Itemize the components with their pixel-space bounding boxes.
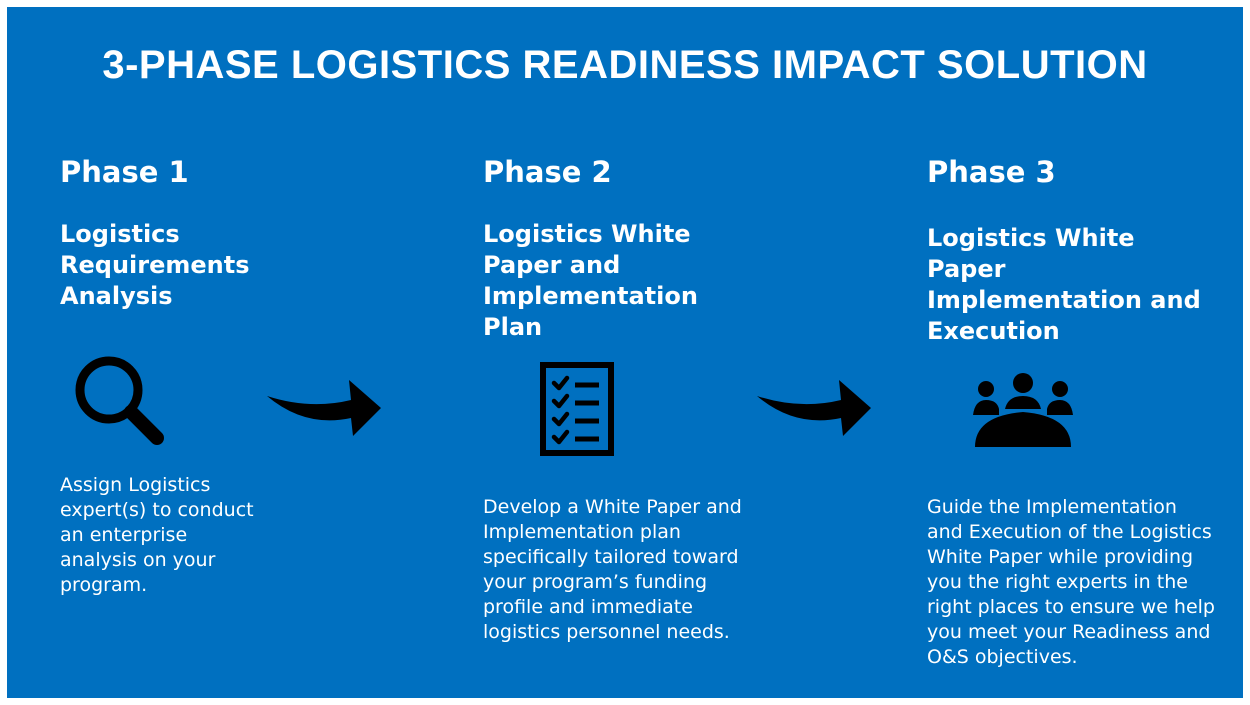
curved-arrow-icon <box>757 380 871 436</box>
phase-3-description: Guide the Implementation and Execution o… <box>927 496 1215 668</box>
phase-2-label: Phase 2 <box>483 155 612 189</box>
slide-title: 3-PHASE LOGISTICS READINESS IMPACT SOLUT… <box>102 43 1148 87</box>
phase-1-name: Logistics Requirements Analysis <box>60 220 250 310</box>
checklist-icon <box>540 362 614 456</box>
phase-2-description: Develop a White Paper and Implementation… <box>483 496 742 643</box>
slide: 3-PHASE LOGISTICS READINESS IMPACT SOLUT… <box>7 7 1243 698</box>
team-meeting-icon <box>973 373 1073 447</box>
phase-2-name: Logistics White Paper and Implementation… <box>483 220 698 341</box>
curved-arrow-icon <box>267 380 381 436</box>
phase-3-label: Phase 3 <box>927 155 1056 189</box>
phase-3-name: Logistics White Paper Implementation and… <box>927 224 1201 345</box>
phase-1-description: Assign Logistics expert(s) to conduct an… <box>60 474 254 596</box>
phase-1-label: Phase 1 <box>60 155 189 189</box>
magnifying-glass-icon <box>75 356 164 445</box>
